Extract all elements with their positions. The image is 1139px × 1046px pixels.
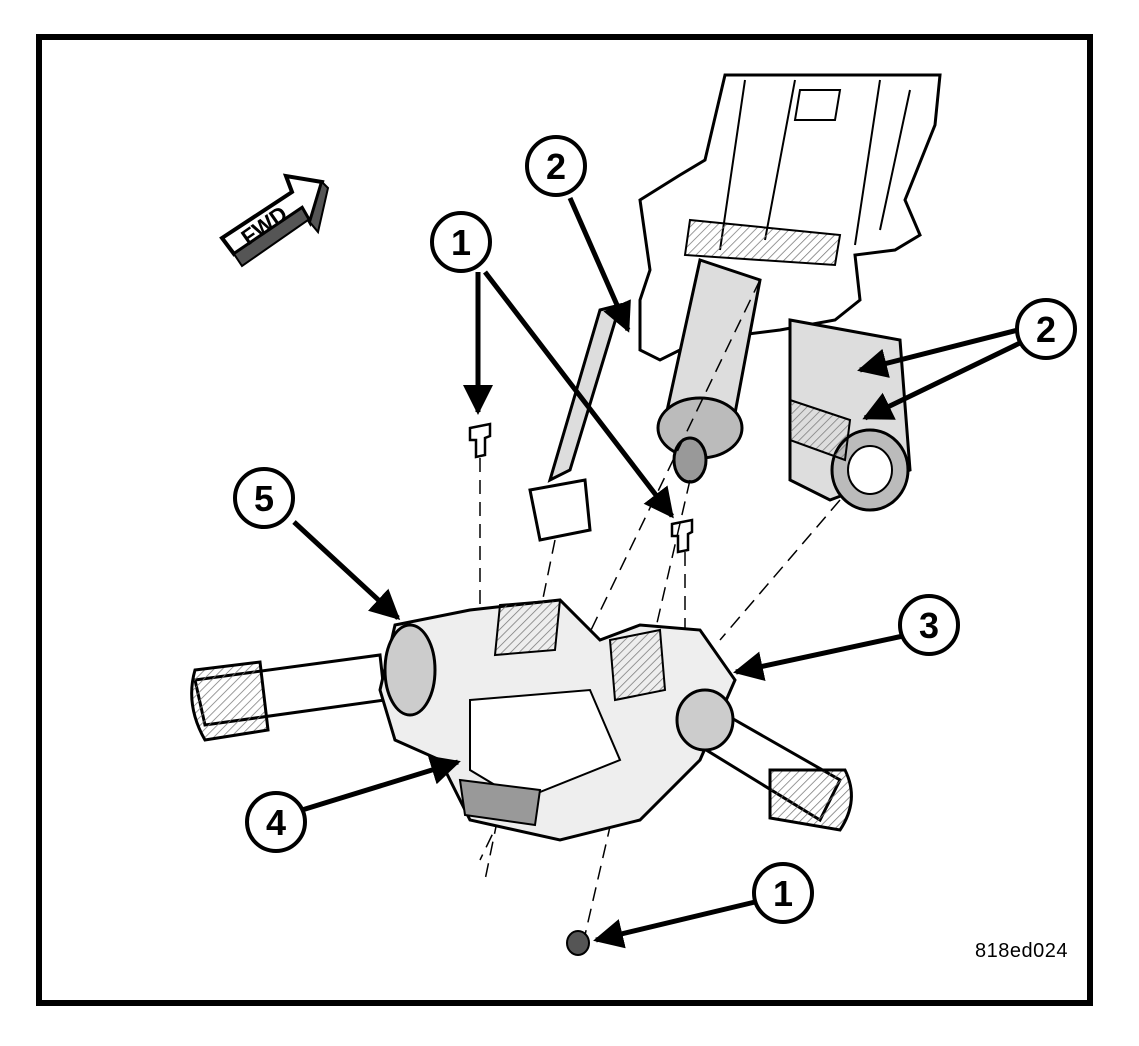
svg-text:5: 5 [254, 478, 274, 519]
svg-text:1: 1 [451, 222, 471, 263]
svg-text:2: 2 [1036, 309, 1056, 350]
svg-text:4: 4 [266, 802, 286, 843]
steering-column [638, 73, 942, 512]
fwd-arrow-icon: FWD [219, 173, 330, 268]
callout-2b: 2 [1015, 298, 1077, 360]
figure-id: 818ed024 [975, 940, 1068, 962]
screw-icon [468, 422, 492, 459]
screw-icon [670, 518, 694, 554]
screw-icon [566, 930, 590, 956]
svg-text:3: 3 [919, 605, 939, 646]
callout-1b: 1 [752, 862, 814, 924]
callout-2a: 2 [525, 135, 587, 197]
svg-text:2: 2 [546, 146, 566, 187]
wire-harness [528, 302, 623, 542]
multifunction-switch [190, 598, 853, 842]
svg-text:1: 1 [773, 873, 793, 914]
callout-1a: 1 [430, 211, 492, 273]
callout-3: 3 [898, 594, 960, 656]
callout-5: 5 [233, 467, 295, 529]
callout-4: 4 [245, 791, 307, 853]
leader-arrows [292, 196, 1024, 949]
